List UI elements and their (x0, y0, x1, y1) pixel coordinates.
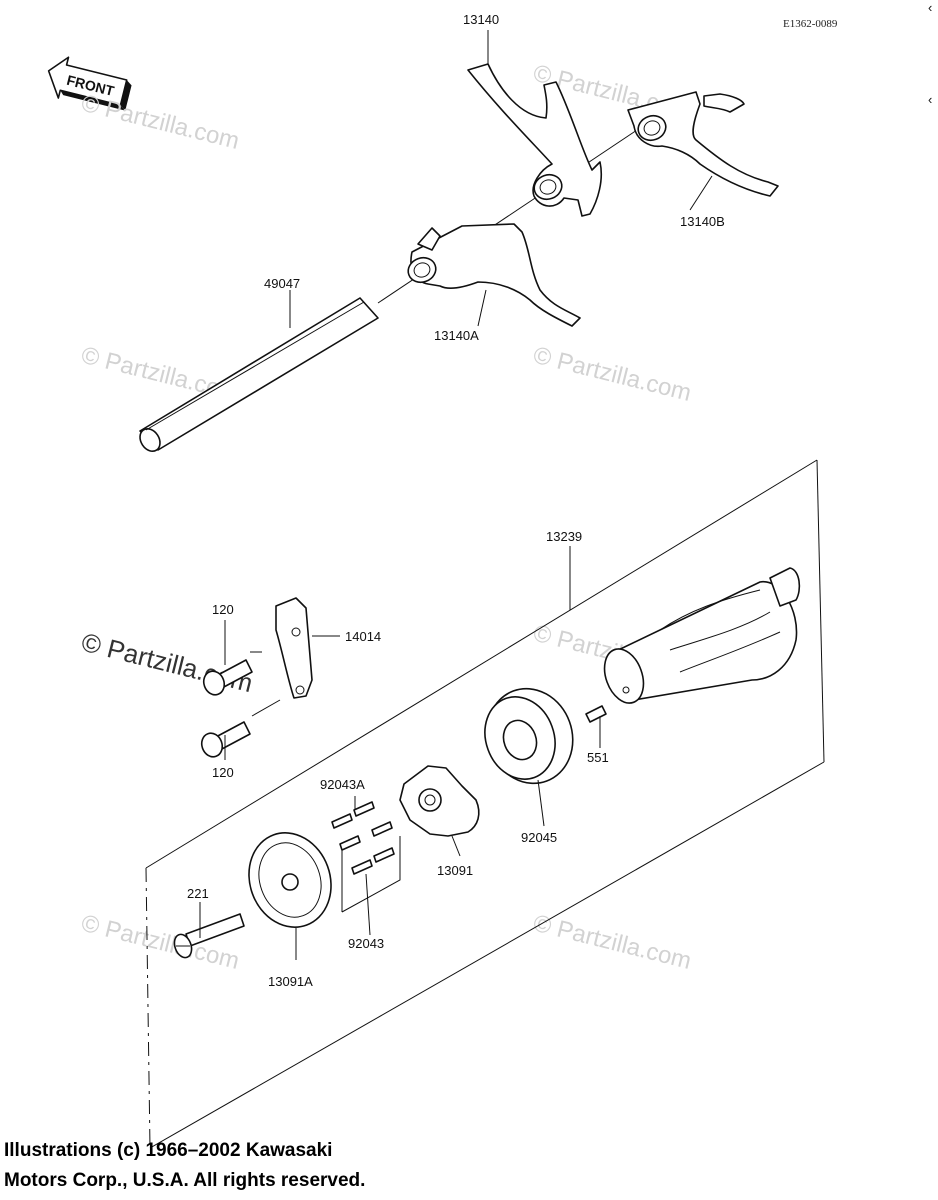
watermark: © Partzilla.com (79, 910, 242, 975)
watermark-dark: © Partzilla.com (79, 627, 256, 698)
shift-fork-13140b (627, 91, 779, 197)
callout-labels: 13140 13140B 13140A 49047 13239 120 1401… (187, 12, 725, 989)
callout-14014: 14014 (345, 629, 381, 644)
callout-13239: 13239 (546, 529, 582, 544)
callout-13091a: 13091A (268, 974, 313, 989)
callout-120-top: 120 (212, 602, 234, 617)
bearing-92045 (484, 687, 574, 785)
callout-13140a: 13140A (434, 328, 479, 343)
leader-lines (199, 30, 713, 960)
callout-92043: 92043 (348, 936, 384, 951)
pins-92043 (331, 801, 401, 913)
callout-221: 221 (187, 886, 209, 901)
assembly-box (145, 459, 825, 1149)
callout-13140: 13140 (463, 12, 499, 27)
callout-49047: 49047 (264, 276, 300, 291)
front-arrow: FRONT (47, 56, 132, 111)
callout-13140b: 13140B (680, 214, 725, 229)
copyright-line-2: Motors Corp., U.S.A. All rights reserved… (4, 1170, 365, 1191)
corner-mark-2: ‹ (928, 92, 932, 107)
watermark: © Partzilla.com (79, 90, 242, 155)
corner-mark: ‹ (928, 0, 932, 15)
callout-120-bottom: 120 (212, 765, 234, 780)
watermark: © Partzilla.com (531, 910, 694, 975)
bolt-120-top (202, 659, 253, 696)
plate-13091a (248, 832, 332, 928)
bolt-120-bottom (200, 721, 251, 758)
shift-drum (603, 567, 801, 704)
shift-fork-13140a (407, 223, 581, 327)
watermark-layer: © Partzilla.com © Partzilla.com © Partzi… (79, 60, 694, 975)
cam-13091 (399, 765, 480, 837)
watermark: © Partzilla.com (531, 342, 694, 407)
shift-fork-13140 (467, 63, 603, 217)
callout-92043a: 92043A (320, 777, 365, 792)
pin-551 (585, 705, 607, 723)
callout-13091: 13091 (437, 863, 473, 878)
callout-551: 551 (587, 750, 609, 765)
shift-rod (139, 297, 379, 452)
bracket-14014 (275, 597, 313, 699)
callout-92045: 92045 (521, 830, 557, 845)
copyright-line-1: Illustrations (c) 1966–2002 Kawasaki (4, 1140, 332, 1161)
diagram-code: E1362-0089 (783, 18, 838, 30)
